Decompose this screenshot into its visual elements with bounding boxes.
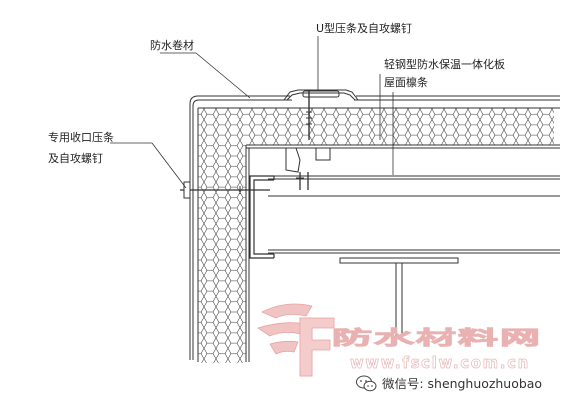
annotation-labels: 防水卷材 U型压条及自攻螺钉 轻钢型防水保温一体化板 屋面檩条 专用收口压条 及… — [48, 21, 505, 165]
roof-panel-core — [246, 108, 554, 145]
side-screw — [180, 181, 270, 199]
wechat-footer: 微信号: shenghuozhuobao — [356, 375, 542, 392]
side-panel-core — [198, 108, 246, 363]
purlin-channel — [268, 175, 560, 254]
label-panel-line1: 轻钢型防水保温一体化板 — [384, 57, 505, 71]
wechat-id-text: 微信号: shenghuozhuobao — [382, 377, 542, 391]
flame-logo-icon — [257, 303, 335, 377]
label-u-strip-screw: U型压条及自攻螺钉 — [316, 21, 412, 35]
insulation-core — [198, 108, 554, 363]
u-pressure-strip — [283, 89, 359, 140]
purlin-bracket — [285, 147, 331, 190]
t-beam-support — [339, 257, 459, 340]
label-edge-strip-line2: 及自攻螺钉 — [48, 151, 103, 165]
leader-lines — [110, 36, 394, 189]
label-waterproof-membrane: 防水卷材 — [150, 38, 194, 52]
edge-closure-channel — [249, 175, 275, 259]
label-panel-line2: 屋面檩条 — [384, 75, 428, 89]
watermark-site-url: www.fsclw.com.cn — [350, 353, 530, 372]
label-edge-strip-line1: 专用收口压条 — [48, 130, 114, 144]
watermark-site-name: 防水材料网 — [332, 326, 542, 349]
site-watermark: 防水材料网 www.fsclw.com.cn — [257, 303, 542, 377]
wechat-icon — [356, 375, 377, 392]
panel-outlines — [189, 95, 560, 362]
